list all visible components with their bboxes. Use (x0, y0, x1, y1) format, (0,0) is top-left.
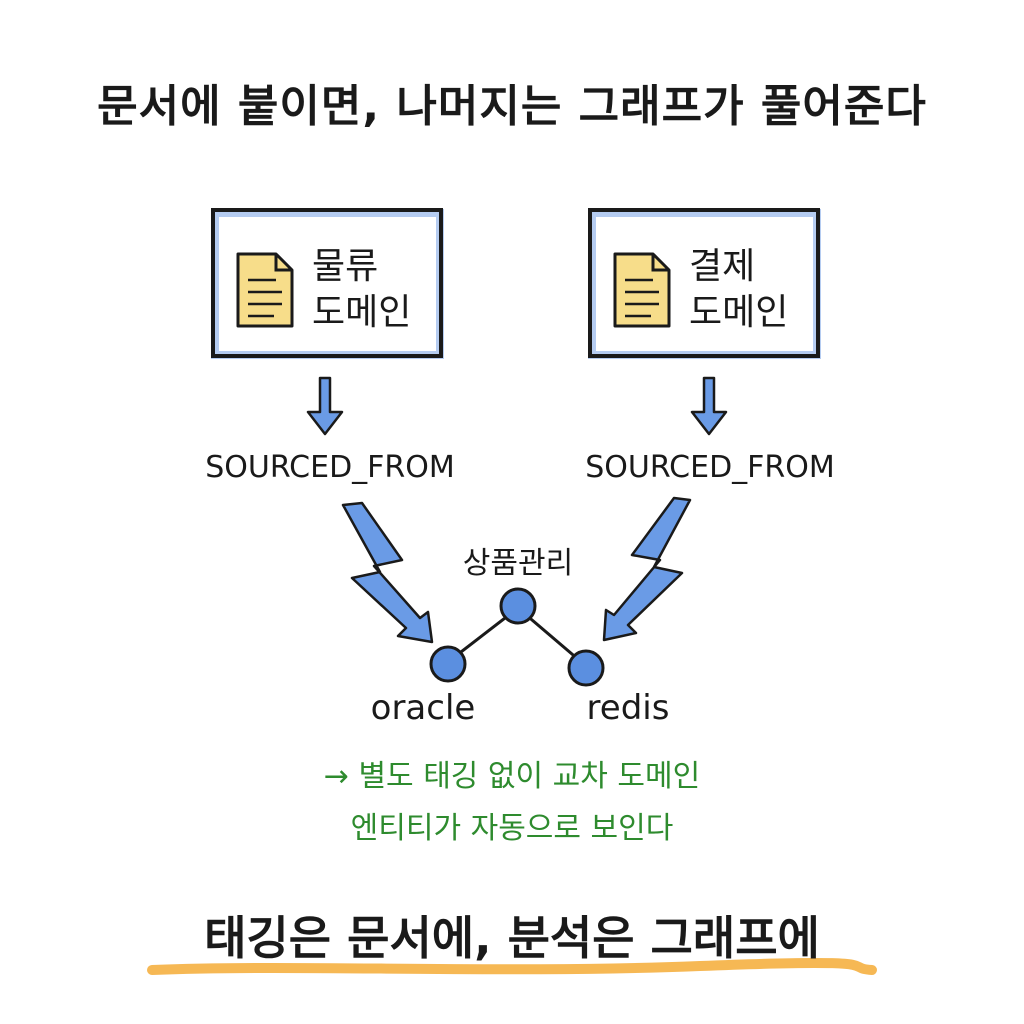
bottom-summary: 태깅은 문서에, 분석은 그래프에 (204, 911, 820, 965)
note-line-1: → 별도 태깅 없이 교차 도메인 (323, 759, 701, 794)
node-label-top: 상품관리 (462, 546, 574, 581)
graph-node-top (499, 587, 537, 625)
graph-node-right (567, 649, 605, 687)
document-label-payment: 결제 도메인 (689, 244, 788, 336)
node-label-left: oracle (370, 688, 476, 728)
document-icon (236, 252, 294, 328)
document-label-logistics: 물류 도메인 (312, 244, 411, 336)
lightning-arrow-right (602, 496, 692, 642)
down-arrow-right (690, 376, 728, 436)
down-arrow-left (306, 376, 344, 436)
relation-label-right: SOURCED_FROM (585, 450, 835, 485)
relation-label-left: SOURCED_FROM (205, 450, 455, 485)
graph-node-left (429, 645, 467, 683)
headline: 문서에 붙이면, 나머지는 그래프가 풀어준다 (97, 81, 927, 132)
document-subtitle: 도메인 (689, 292, 789, 333)
highlight-underline (147, 957, 877, 975)
document-title: 결제 (689, 246, 756, 287)
document-icon (613, 252, 671, 328)
note-line-2: 엔티티가 자동으로 보인다 (350, 811, 674, 846)
document-title: 물류 (312, 246, 379, 287)
document-box-logistics (211, 208, 444, 359)
document-box-payment (588, 208, 821, 359)
lightning-arrow-left (341, 501, 434, 644)
document-subtitle: 도메인 (312, 292, 412, 333)
node-label-right: redis (586, 688, 670, 728)
